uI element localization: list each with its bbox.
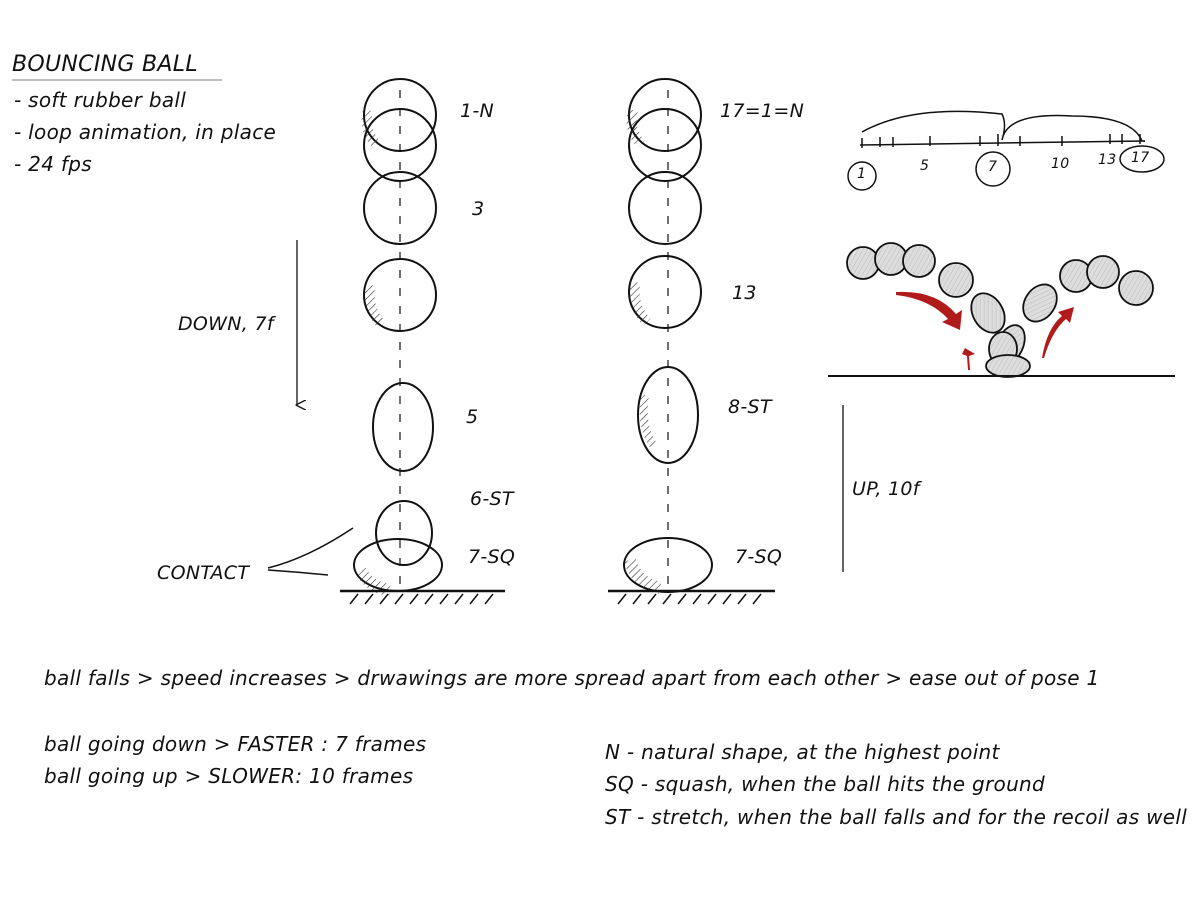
down-label: DOWN, 7f — [178, 313, 274, 335]
frame-timeline — [847, 110, 1165, 191]
ball-column-up — [608, 78, 775, 605]
timeline-tick-label: 5 — [920, 158, 930, 174]
up-label: UP, 10f — [852, 478, 920, 500]
ball-frame-4 — [363, 258, 437, 332]
ball-column-down — [267, 78, 505, 605]
explanation-text: ball going up > SLOWER: 10 frames — [44, 764, 414, 788]
frame-label: 5 — [466, 406, 479, 428]
frame-label: 1-N — [460, 100, 495, 122]
ball-frame-6-stretch — [375, 500, 433, 566]
timeline-tick-label: 10 — [1051, 156, 1070, 172]
contact-label: CONTACT — [157, 562, 250, 584]
note-item: - 24 fps — [14, 152, 92, 176]
page-title: BOUNCING BALL — [12, 52, 198, 77]
frame-label: 7-SQ — [468, 546, 516, 568]
note-item: - loop animation, in place — [14, 120, 277, 144]
explanation-text: ball going down > FASTER : 7 frames — [44, 732, 427, 756]
explanation-text: ball falls > speed increases > drwawings… — [44, 666, 1100, 690]
contact-pointer — [267, 527, 354, 576]
frame-label: 6-ST — [470, 488, 514, 510]
ball-frame-5 — [372, 382, 434, 472]
ball-frame-3 — [363, 171, 437, 245]
red-arrows — [896, 291, 1074, 370]
timeline-tick-label: 7 — [988, 159, 998, 175]
timeline-circle-7 — [975, 151, 1011, 187]
frame-label: 3 — [472, 198, 485, 220]
legend-item: SQ - squash, when the ball hits the grou… — [605, 772, 1046, 796]
note-item: - soft rubber ball — [14, 88, 187, 112]
timeline-tick-label: 1 — [857, 166, 867, 182]
timeline-tick-label: 13 — [1098, 152, 1117, 168]
frame-label: 13 — [732, 282, 757, 304]
timeline-tick-label: 17 — [1131, 150, 1150, 166]
frame-label: 8-ST — [728, 396, 772, 418]
ball-frame-2 — [363, 108, 437, 182]
bounce-arc-diagram — [846, 242, 1154, 378]
legend-item: N - natural shape, at the highest point — [605, 740, 1000, 764]
legend-item: ST - stretch, when the ball falls and fo… — [605, 805, 1188, 829]
frame-label: 7-SQ — [735, 546, 783, 568]
timeline-circle-17 — [1119, 145, 1165, 173]
frame-label: 17=1=N — [720, 100, 805, 122]
timeline-circle-1 — [847, 161, 877, 191]
